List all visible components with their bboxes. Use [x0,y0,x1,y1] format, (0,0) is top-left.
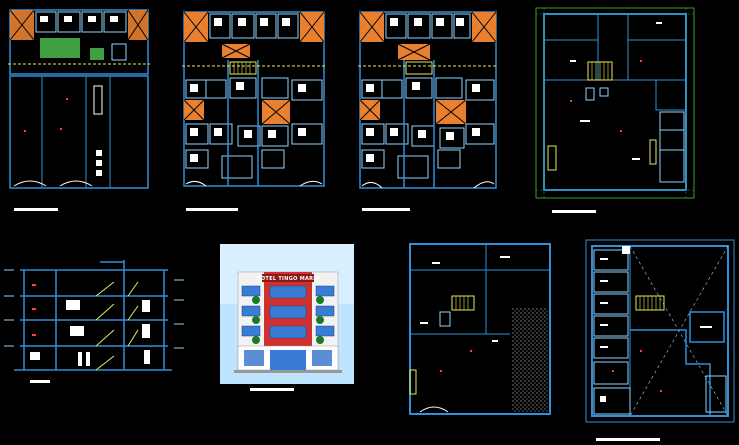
caption-section [30,380,50,383]
caption-basement [552,210,596,213]
caption-typical-floor-b [362,208,410,211]
plan-basement [535,7,695,199]
caption-front-elevation [250,388,294,391]
courtyard-garden [40,38,80,58]
parking-gravel-area [512,308,548,412]
caption-roof [596,438,660,441]
caption-ground-floor [14,208,58,211]
plan-typical-floor-a [182,11,326,187]
plan-ground-floor [8,9,150,189]
plan-lot-parking [409,243,551,415]
plan-roof [585,239,735,423]
front-elevation: HOTEL TINGO MARIA [220,244,354,384]
planter [90,48,104,60]
plan-typical-floor-b [358,11,498,189]
hotel-sign-text: HOTEL TINGO MARIA [256,276,319,282]
caption-typical-floor-a [186,208,238,211]
section [4,260,184,371]
